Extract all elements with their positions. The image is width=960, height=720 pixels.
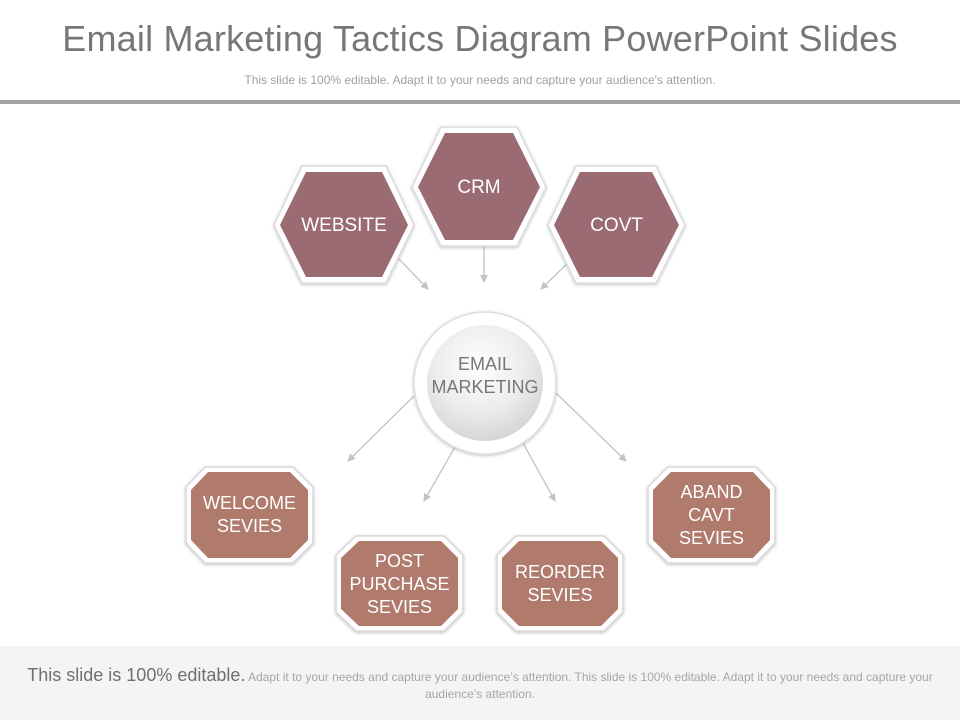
slide-title: Email Marketing Tactics Diagram PowerPoi… [62,18,898,59]
octagon-welcome [185,466,314,564]
crm-text: CRM [457,176,501,198]
abandoned-cart-line2: CAVT [688,504,735,525]
post-purchase-line3: SEVIES [366,596,433,617]
slide-subtitle: This slide is 100% editable. Adapt it to… [244,73,716,87]
octagon-reorder [496,535,624,632]
hexagon-crm [411,126,547,247]
footer-band [0,646,960,720]
covt-text: COVT [590,214,643,236]
node-abandoned-cart-label: ABAND CAVT SEVIES [653,472,770,558]
node-crm-label: CRM [418,167,540,207]
node-post-purchase-label: POST PURCHASE SEVIES [341,541,458,627]
octagon-abandoned-cart [647,466,776,564]
arrows-out [347,392,627,502]
hexagon-website [273,165,415,284]
center-circle [413,311,557,455]
node-covt-label: COVT [554,205,679,245]
hexagon-covt [547,165,686,284]
footer-body: Adapt it to your needs and capture your … [245,670,933,701]
center-label: EMAIL MARKETING [425,352,545,400]
welcome-line1: WELCOME [202,493,296,513]
center-label-line2: MARKETING [431,377,539,397]
node-welcome-label: WELCOME SEVIES [191,472,308,558]
octagon-post-purchase [335,535,464,632]
reorder-line2: SEVIES [527,585,593,605]
footer-text: This slide is 100% editable. Adapt it to… [20,665,940,703]
post-purchase-line2: PURCHASE [349,573,450,594]
header-divider [0,100,960,104]
footer-lead: This slide is 100% editable. [27,665,246,685]
node-website-label: WEBSITE [280,205,408,245]
abandoned-cart-line3: SEVIES [678,527,745,548]
reorder-line1: REORDER [514,562,605,582]
welcome-line2: SEVIES [216,516,283,536]
arrows-in [393,244,572,290]
abandoned-cart-line1: ABAND [680,481,743,502]
center-label-line1: EMAIL [457,354,513,374]
node-reorder-label: REORDER SEVIES [502,541,618,627]
website-text: WEBSITE [301,214,387,236]
post-purchase-line1: POST [374,550,424,571]
